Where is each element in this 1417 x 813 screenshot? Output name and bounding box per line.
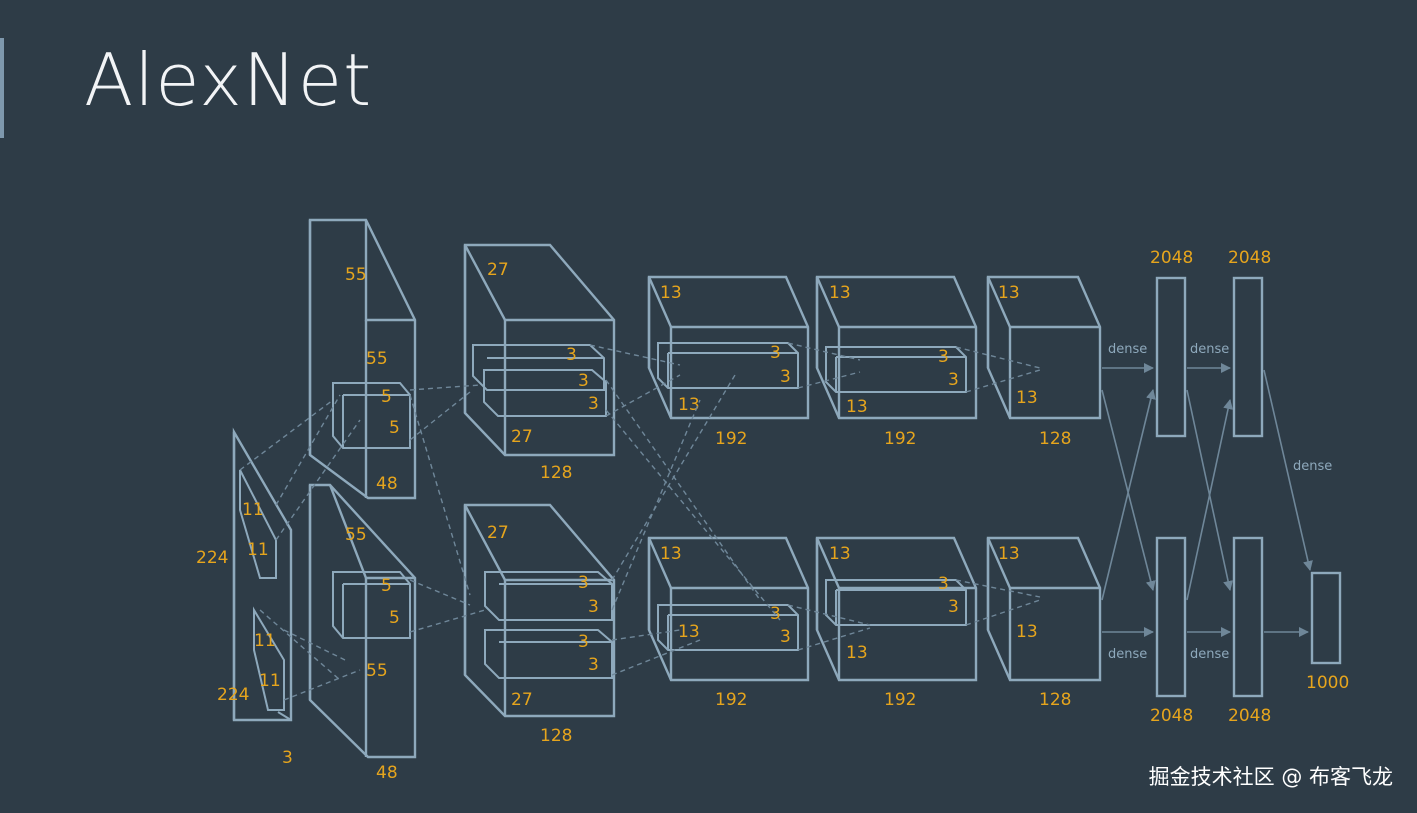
convolution-connections bbox=[239, 342, 1041, 701]
conv3-top-depth: 192 bbox=[715, 429, 747, 449]
conv5-top-depth: 128 bbox=[1039, 429, 1071, 449]
conv2-bottom-kernel-3: 3 bbox=[578, 632, 589, 652]
conv2-bottom-depth: 128 bbox=[540, 726, 572, 746]
input-depth-label: 3 bbox=[282, 748, 293, 768]
conv1-bottom-block bbox=[308, 483, 417, 759]
fc7-top-size: 2048 bbox=[1228, 248, 1271, 268]
conv2-top-kernel-2: 3 bbox=[578, 371, 589, 391]
conv2-top-kernel-3: 3 bbox=[588, 394, 599, 414]
conv4-top-kernel-1: 3 bbox=[938, 347, 949, 367]
conv4-top-height: 13 bbox=[829, 283, 851, 303]
conv2-bottom-kernel-2: 3 bbox=[588, 597, 599, 617]
conv3-bottom-depth: 192 bbox=[715, 690, 747, 710]
input-kernel-top-h: 11 bbox=[242, 500, 264, 520]
conv5-top-block bbox=[986, 275, 1102, 420]
conv1-bottom-kernel-b: 5 bbox=[389, 608, 400, 628]
conv3-bottom-height: 13 bbox=[660, 544, 682, 564]
fc6-bottom-layer bbox=[1155, 536, 1187, 698]
conv1-bottom-depth: 48 bbox=[376, 763, 398, 783]
conv1-top-depth: 48 bbox=[376, 474, 398, 494]
slide-title: AlexNet bbox=[84, 38, 373, 122]
input-width-label: 224 bbox=[217, 685, 249, 705]
conv2-bottom-kernel-1: 3 bbox=[578, 573, 589, 593]
conv1-bottom-height: 55 bbox=[345, 525, 367, 545]
input-kernel-top-w: 11 bbox=[247, 540, 269, 560]
conv2-bottom-width: 27 bbox=[511, 690, 533, 710]
conv4-top-width: 13 bbox=[846, 397, 868, 417]
conv4-bottom-depth: 192 bbox=[884, 690, 916, 710]
fc7-bottom-layer bbox=[1232, 536, 1264, 698]
conv3-top-kernel-2: 3 bbox=[780, 367, 791, 387]
fc7-top-layer bbox=[1232, 276, 1264, 438]
input-layer bbox=[232, 427, 293, 722]
input-kernel-bottom-w: 11 bbox=[259, 671, 281, 691]
conv5-bottom-width: 13 bbox=[1016, 622, 1038, 642]
conv2-top-kernel-1: 3 bbox=[566, 345, 577, 365]
conv5-bottom-block bbox=[986, 536, 1102, 682]
conv1-top-kernel-a: 5 bbox=[381, 387, 392, 407]
conv2-top-height: 27 bbox=[487, 260, 509, 280]
fc6-bottom-size: 2048 bbox=[1150, 706, 1193, 726]
conv5-top-width: 13 bbox=[1016, 388, 1038, 408]
dense-label-3: dense bbox=[1108, 647, 1147, 662]
conv2-bottom-block bbox=[463, 503, 616, 718]
dense-label-2: dense bbox=[1190, 342, 1229, 357]
dense-label-1: dense bbox=[1108, 342, 1147, 357]
conv4-bottom-height: 13 bbox=[829, 544, 851, 564]
fc6-top-size: 2048 bbox=[1150, 248, 1193, 268]
conv4-bottom-kernel-2: 3 bbox=[948, 597, 959, 617]
conv5-top-height: 13 bbox=[998, 283, 1020, 303]
conv2-bottom-kernel-4: 3 bbox=[588, 655, 599, 675]
conv3-top-kernel-1: 3 bbox=[770, 343, 781, 363]
conv1-bottom-width: 55 bbox=[366, 661, 388, 681]
conv1-top-width: 55 bbox=[366, 349, 388, 369]
conv1-bottom-kernel-a: 5 bbox=[381, 576, 392, 596]
output-size: 1000 bbox=[1306, 673, 1349, 693]
dense-label-5: dense bbox=[1293, 459, 1332, 474]
conv1-top-height: 55 bbox=[345, 265, 367, 285]
input-kernel-bottom-h: 11 bbox=[254, 631, 276, 651]
conv2-bottom-height: 27 bbox=[487, 523, 509, 543]
conv3-top-height: 13 bbox=[660, 283, 682, 303]
conv4-bottom-width: 13 bbox=[846, 643, 868, 663]
watermark-text: 掘金技术社区 @ 布客飞龙 bbox=[1148, 765, 1393, 789]
conv1-top-block bbox=[308, 218, 417, 500]
conv3-bottom-kernel-2: 3 bbox=[780, 627, 791, 647]
conv4-bottom-kernel-1: 3 bbox=[938, 574, 949, 594]
conv3-top-width: 13 bbox=[678, 395, 700, 415]
title-accent-bar bbox=[0, 38, 4, 138]
fc7-bottom-size: 2048 bbox=[1228, 706, 1271, 726]
conv5-bottom-depth: 128 bbox=[1039, 690, 1071, 710]
conv4-top-depth: 192 bbox=[884, 429, 916, 449]
fc6-top-layer bbox=[1155, 276, 1187, 438]
conv2-top-width: 27 bbox=[511, 427, 533, 447]
conv3-bottom-width: 13 bbox=[678, 622, 700, 642]
dense-label-4: dense bbox=[1190, 647, 1229, 662]
output-layer bbox=[1310, 571, 1342, 665]
conv2-top-depth: 128 bbox=[540, 463, 572, 483]
conv1-top-kernel-b: 5 bbox=[389, 418, 400, 438]
dense-arrows bbox=[1101, 363, 1313, 637]
conv5-bottom-height: 13 bbox=[998, 544, 1020, 564]
input-height-label: 224 bbox=[196, 548, 228, 568]
conv4-top-kernel-2: 3 bbox=[948, 370, 959, 390]
